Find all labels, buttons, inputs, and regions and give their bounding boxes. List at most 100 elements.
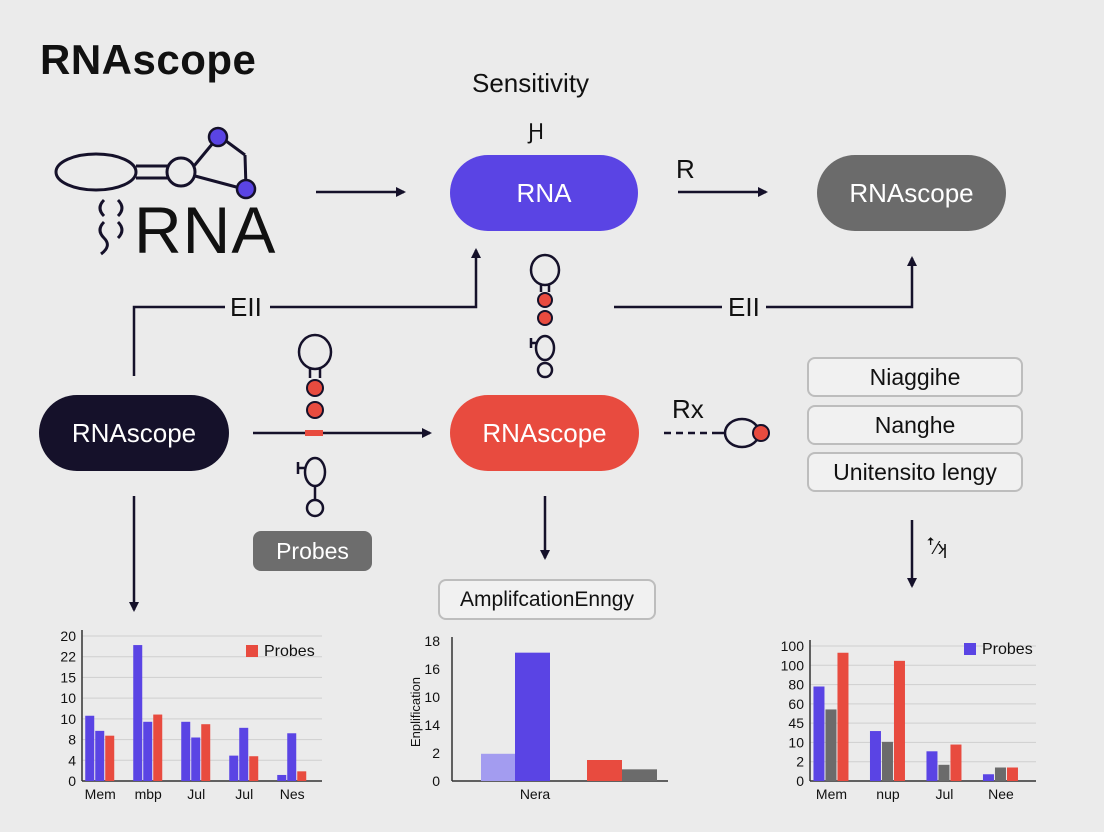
y-tick-label: 0 <box>796 773 804 789</box>
y-tick-label: 10 <box>424 689 440 705</box>
bar <box>982 774 994 781</box>
bar <box>481 753 516 781</box>
right-box-3: Unitensito lengy <box>807 452 1023 492</box>
amplification-box: AmplifcationEnngy <box>438 579 656 620</box>
logo-text: RNA <box>134 193 277 267</box>
probe-hairpin-icon <box>296 333 333 518</box>
x-tick-label: mbp <box>135 786 162 802</box>
bar <box>95 730 105 781</box>
r-label: R <box>676 154 695 184</box>
bar <box>181 721 191 781</box>
bar <box>881 741 893 781</box>
x-tick-label: Jul <box>936 786 954 802</box>
logo-dot-icon <box>207 126 229 148</box>
logo-dot-icon <box>235 178 257 200</box>
y-tick-label: 16 <box>424 661 440 677</box>
legend-swatch <box>964 643 976 655</box>
arrow-up-to-rna <box>270 248 481 309</box>
y-tick-label: 8 <box>68 732 76 748</box>
probes-chip: Probes <box>253 531 372 571</box>
x-tick-label: Mem <box>85 786 116 802</box>
y-tick-label: 15 <box>60 669 76 685</box>
y-axis-label: Enplification <box>408 677 423 747</box>
bar <box>926 751 938 781</box>
y-tick-label: 18 <box>424 633 440 649</box>
y-tick-label: 100 <box>781 657 805 673</box>
bar <box>1006 767 1018 781</box>
bar <box>85 715 95 781</box>
y-tick-label: 14 <box>424 717 440 733</box>
bar <box>950 744 962 781</box>
sensitivity-glyph: Ԩ <box>528 119 545 144</box>
legend-label: Probes <box>982 641 1033 658</box>
rna-node: RNA <box>450 155 638 231</box>
right-box-2: Nanghe <box>807 405 1023 445</box>
eii-label-right: EII <box>728 292 760 322</box>
eii-label-left: EII <box>230 292 262 322</box>
y-tick-label: 10 <box>60 690 76 706</box>
sensitivity-label: Sensitivity <box>472 68 590 98</box>
x-tick-label: Jul <box>187 786 205 802</box>
bar <box>249 756 259 781</box>
x-tick-label: Mem <box>816 786 847 802</box>
rnascope-node-left: RNAscope <box>39 395 229 471</box>
bar <box>277 774 287 781</box>
x-tick-label: Jul <box>235 786 253 802</box>
connector-left-up <box>132 305 225 376</box>
bar <box>515 652 550 781</box>
bar <box>201 724 211 781</box>
right-glyph: ꜛ⁄ʞ <box>926 538 948 558</box>
legend-swatch <box>246 645 258 657</box>
rnascope-node-top-right: RNAscope <box>817 155 1006 231</box>
y-tick-label: 10 <box>788 734 804 750</box>
x-tick-label: Nes <box>280 786 305 802</box>
bar <box>229 755 239 781</box>
x-tick-label: Nera <box>520 786 551 802</box>
bar <box>191 737 201 781</box>
y-tick-label: 45 <box>788 715 804 731</box>
rnascope-node-center: RNAscope <box>450 395 639 471</box>
right-box-1: Niaggihe <box>807 357 1023 397</box>
x-tick-label: Nee <box>988 786 1014 802</box>
probe-dot-icon <box>306 401 324 419</box>
bar <box>143 721 153 781</box>
bar <box>813 686 825 781</box>
bar <box>133 645 143 781</box>
y-tick-label: 80 <box>788 677 804 693</box>
bar <box>297 771 307 781</box>
probe-dot-icon <box>752 424 770 442</box>
probe-dot-icon <box>537 310 553 326</box>
y-tick-label: 0 <box>68 773 76 789</box>
y-tick-label: 60 <box>788 696 804 712</box>
rna-logo-icon <box>54 136 248 256</box>
y-tick-label: 2 <box>796 754 804 770</box>
bar <box>938 764 950 781</box>
bar <box>587 760 622 781</box>
rx-label: Rx <box>672 394 704 424</box>
bar <box>239 727 249 781</box>
y-tick-label: 4 <box>68 752 76 768</box>
bar <box>287 733 297 781</box>
y-tick-label: 10 <box>60 711 76 727</box>
bar <box>994 767 1006 781</box>
bar <box>153 714 163 781</box>
probe-dot-icon <box>306 379 324 397</box>
bar <box>825 709 837 781</box>
probe-hairpin-icon <box>529 253 561 379</box>
bar <box>869 731 881 781</box>
y-tick-label: 2 <box>432 745 440 761</box>
y-tick-label: 0 <box>432 773 440 789</box>
bar <box>105 735 115 781</box>
bar <box>837 652 849 781</box>
x-tick-label: nup <box>876 786 900 802</box>
bar <box>893 660 905 781</box>
probe-crossing-mark <box>305 430 323 436</box>
y-tick-label: 22 <box>60 649 76 665</box>
bar <box>622 769 657 781</box>
y-tick-label: 20 <box>60 628 76 644</box>
y-tick-label: 100 <box>781 638 805 654</box>
